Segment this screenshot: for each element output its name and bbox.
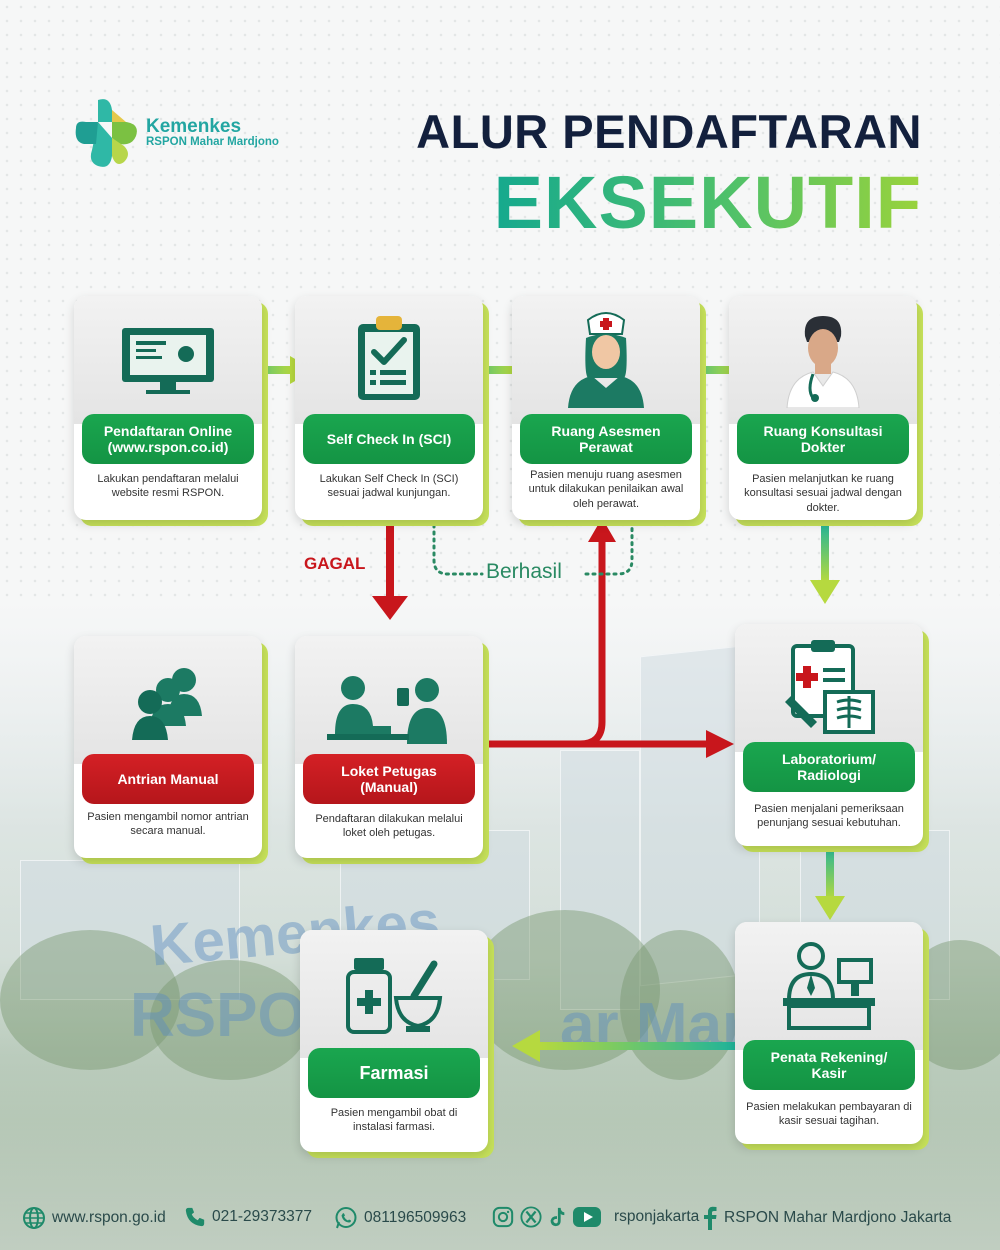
step-desc-sci: Lakukan Self Check In (SCI) sesuai jadwa… [319, 473, 459, 500]
counter-icon [327, 676, 447, 744]
step-desc-asesmen: Pasien menuju ruang asesmen untuk dilaku… [528, 469, 684, 510]
globe-icon [23, 1207, 45, 1229]
footer-facebook-text: RSPON Mahar Mardjono Jakarta [724, 1209, 952, 1226]
footer-website[interactable]: www.rspon.go.id [22, 1206, 166, 1230]
kemenkes-logo-icon [75, 99, 137, 167]
footer-phone-text: 021-29373377 [212, 1208, 312, 1225]
whatsapp-icon [335, 1207, 357, 1229]
step-card-farmasi: Farmasi Pasien mengambil obat di instala… [300, 930, 488, 1152]
step-desc-online: Lakukan pendaftaran melalui website resm… [97, 473, 239, 500]
phone-icon [185, 1207, 205, 1227]
pharmacy-icon [346, 958, 443, 1034]
step-title-sci: Self Check In (SCI) [326, 430, 452, 447]
youtube-icon [573, 1207, 601, 1227]
step-desc-antrian: Pasien mengambil nomor antrian secara ma… [87, 811, 249, 838]
step-card-antrian: Antrian Manual Pasien mengambil nomor an… [74, 636, 262, 858]
step-title-dokter: Ruang Konsultasi Dokter [763, 422, 883, 455]
footer-social-text: rsponjakarta [614, 1208, 700, 1225]
step-title-loket: Loket Petugas (Manual) [341, 762, 437, 795]
arrow-kasir-to-farmasi [512, 1030, 736, 1062]
clipboard-check-icon [358, 316, 420, 400]
step-title-asesmen: Ruang Asesmen Perawat [551, 422, 661, 455]
berhasil-dotted-path [432, 516, 634, 576]
step-title-farmasi: Farmasi [359, 1062, 429, 1083]
step-desc-kasir: Pasien melakukan pembayaran di kasir ses… [746, 1101, 912, 1128]
monitor-icon [122, 328, 214, 394]
arrow-head-to-lab [706, 730, 734, 758]
tiktok-icon [550, 1207, 565, 1227]
logo-text-kemenkes: Kemenkes [146, 116, 242, 137]
nurse-icon [568, 312, 644, 408]
people-queue-icon [132, 668, 202, 740]
facebook-icon [704, 1206, 717, 1230]
logo-text-rspon: RSPON Mahar Mardjono [146, 136, 279, 148]
step-desc-farmasi: Pasien mengambil obat di instalasi farma… [330, 1107, 458, 1134]
step-desc-dokter: Pasien melanjutkan ke ruang konsultasi s… [744, 473, 902, 514]
step-desc-loket: Pendaftaran dilakukan melalui loket oleh… [315, 813, 463, 840]
instagram-icon [492, 1206, 514, 1228]
x-twitter-icon [520, 1206, 542, 1228]
footer-contact-bar: www.rspon.go.id 021-29373377 08119650996… [0, 1196, 1000, 1240]
step-card-loket: Loket Petugas (Manual) Pendaftaran dilak… [295, 636, 483, 858]
footer-whatsapp-text: 081196509963 [364, 1209, 467, 1226]
step-title-antrian: Antrian Manual [117, 770, 219, 787]
step-desc-lab: Pasien menjalani pemeriksaan penunjang s… [754, 803, 904, 830]
arrow-gagal-sci-to-loket [372, 514, 408, 620]
footer-phone[interactable]: 021-29373377 [184, 1206, 312, 1228]
step-card-online: Pendaftaran Online (www.rspon.co.id) Lak… [74, 296, 262, 520]
page-title-line2: EKSEKUTIF [493, 161, 922, 244]
gagal-label: GAGAL [304, 554, 366, 573]
step-card-dokter: Ruang Konsultasi Dokter Pasien melanjutk… [729, 296, 917, 520]
step-card-sci: Self Check In (SCI) Lakukan Self Check I… [295, 296, 483, 520]
step-card-asesmen: Ruang Asesmen Perawat Pasien menuju ruan… [512, 296, 700, 520]
arrow-dokter-to-lab [810, 522, 840, 604]
footer-whatsapp[interactable]: 081196509963 [334, 1206, 466, 1230]
page-title-line1: ALUR PENDAFTARAN [416, 105, 922, 158]
step-title-lab: Laboratorium/ Radiologi [781, 750, 877, 783]
arrow-loket-to-lab [486, 540, 708, 748]
footer-facebook[interactable]: RSPON Mahar Mardjono Jakarta [702, 1206, 951, 1230]
berhasil-label: Berhasil [486, 560, 562, 583]
arrow-head-to-asesmen [588, 518, 616, 542]
step-title-kasir: Penata Rekening/ Kasir [770, 1048, 888, 1081]
footer-website-text: www.rspon.go.id [52, 1209, 166, 1226]
footer-social[interactable]: rsponjakarta [492, 1206, 699, 1228]
step-card-kasir: Penata Rekening/ Kasir Pasien melakukan … [735, 922, 923, 1144]
doctor-icon [786, 316, 860, 408]
xray-clipboard-icon [785, 640, 875, 734]
step-title-online: Pendaftaran Online (www.rspon.co.id) [103, 422, 233, 455]
cashier-icon [783, 942, 875, 1030]
arrow-lab-to-kasir [815, 844, 845, 920]
step-card-lab: Laboratorium/ Radiologi Pasien menjalani… [735, 624, 923, 846]
